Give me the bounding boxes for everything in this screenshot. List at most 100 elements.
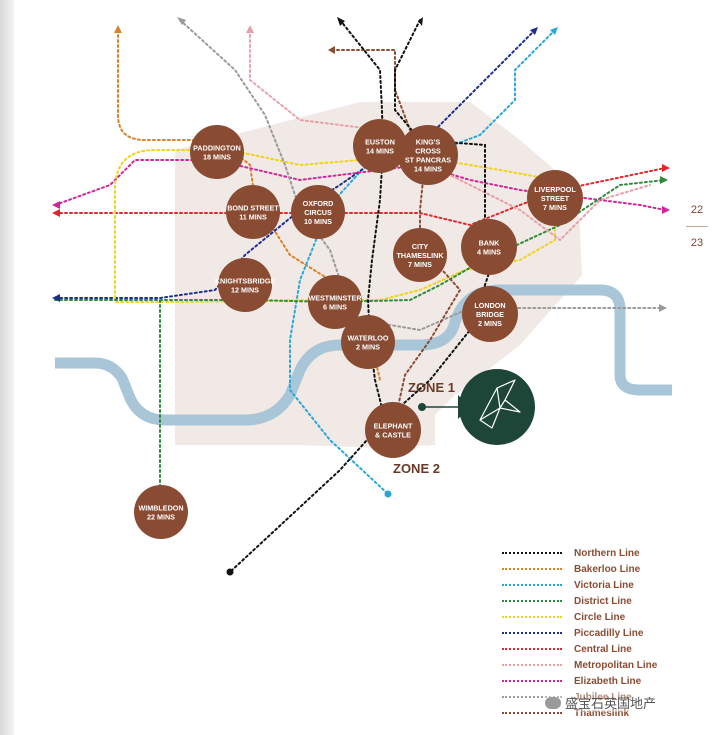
origami-bird-icon — [479, 379, 521, 429]
station-elephant-castle: ELEPHANT& CASTLE — [365, 402, 421, 458]
origin-badge — [418, 369, 535, 445]
legend-item: Metropolitan Line — [502, 657, 702, 673]
station-label: 11 MINS — [239, 213, 267, 222]
legend-line-swatch — [502, 616, 562, 618]
station-label: KING'S — [416, 138, 441, 147]
legend-line-swatch — [502, 552, 562, 554]
legend-label: Bakerloo Line — [574, 563, 641, 575]
legend-item: Elizabeth Line — [502, 673, 702, 689]
station-marker — [308, 275, 362, 329]
station-label: LONDON — [474, 301, 505, 310]
station-marker — [291, 185, 345, 239]
jubilee-line — [179, 19, 663, 332]
legend-line-swatch — [502, 680, 562, 682]
station-label: 7 MINS — [408, 260, 432, 269]
page-spine — [0, 0, 14, 735]
wechat-icon — [545, 696, 561, 709]
zone-1-label: ZONE 1 — [408, 380, 455, 395]
legend-item: Central Line — [502, 641, 702, 657]
station-label: PADDINGTON — [193, 144, 241, 153]
station-label: 4 MINS — [477, 248, 501, 257]
station-label: ELEPHANT — [374, 422, 413, 431]
station-label: 6 MINS — [323, 303, 347, 312]
legend-label: Jubilee Line — [574, 691, 632, 703]
legend-item: Thameslink — [502, 705, 702, 721]
zone-1-area — [175, 102, 582, 448]
station-label: 18 MINS — [203, 153, 231, 162]
legend-line-swatch — [502, 712, 562, 714]
legend-label: Metropolitan Line — [574, 659, 658, 671]
station-label: 22 MINS — [147, 513, 175, 522]
legend-label: Northern Line — [574, 547, 640, 559]
station-marker — [461, 219, 517, 275]
station-label: CROSS — [415, 147, 441, 156]
legend-line-swatch — [502, 632, 562, 634]
station-marker — [226, 185, 280, 239]
station-label: 7 MINS — [543, 203, 567, 212]
station-marker — [462, 286, 518, 342]
station-marker — [527, 170, 583, 226]
station-label: WESTMINSTER — [308, 294, 362, 303]
watermark-text: 盛宝石英国地产 — [565, 697, 657, 712]
legend-line-swatch — [502, 696, 562, 698]
station-label: BOND STREET — [227, 204, 279, 213]
legend-label: Central Line — [574, 643, 632, 655]
station-label: 14 MINS — [366, 147, 394, 156]
victoria-line — [289, 29, 556, 495]
station-label: WATERLOO — [348, 334, 389, 343]
station-marker — [353, 119, 407, 173]
legend-line-swatch — [502, 584, 562, 586]
legend-item: District Line — [502, 593, 702, 609]
legend-line-swatch — [502, 664, 562, 666]
line-arrow-heads — [52, 17, 670, 576]
station-marker — [341, 315, 395, 369]
legend-label: Thameslink — [574, 707, 630, 719]
station-label: OXFORD — [303, 199, 334, 208]
legend-label: Victoria Line — [574, 579, 634, 591]
legend-item: Bakerloo Line — [502, 561, 702, 577]
page-number-right: 23 — [690, 237, 704, 249]
station-marker — [190, 125, 244, 179]
station-label: WIMBLEDON — [138, 504, 183, 513]
zone-2-label: ZONE 2 — [393, 461, 440, 476]
page-number-divider — [686, 226, 708, 227]
station-label: KNIGHTSBRIDGE — [215, 277, 276, 286]
legend-line-swatch — [502, 600, 562, 602]
station-label: BRIDGE — [476, 310, 504, 319]
station-label: EUSTON — [365, 138, 395, 147]
legend-line-swatch — [502, 568, 562, 570]
station-label: 12 MINS — [231, 286, 259, 295]
legend-item: Northern Line — [502, 545, 702, 561]
station-marker — [398, 125, 458, 185]
station-marker — [365, 402, 421, 458]
legend-label: Piccadilly Line — [574, 627, 644, 639]
page-number-left: 22 — [690, 204, 704, 216]
station-label: 10 MINS — [304, 217, 332, 226]
legend-item: Victoria Line — [502, 577, 702, 593]
legend-item: Jubilee Line — [502, 689, 702, 705]
station-label: CIRCUS — [304, 208, 332, 217]
station-marker — [218, 258, 272, 312]
station-label: & CASTLE — [375, 431, 411, 440]
station-marker — [393, 228, 447, 282]
page-numbers: 22 23 — [682, 202, 712, 251]
station-label: THAMESLINK — [396, 251, 444, 260]
station-label: STREET — [541, 194, 570, 203]
legend-label: Elizabeth Line — [574, 675, 642, 687]
legend-item: Circle Line — [502, 609, 702, 625]
legend-label: District Line — [574, 595, 632, 607]
